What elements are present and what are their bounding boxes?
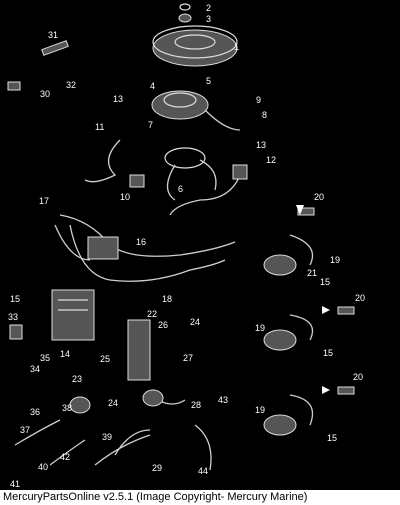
callout: 26 [158, 320, 168, 330]
callout: 20 [314, 192, 324, 202]
callout: 28 [191, 400, 201, 410]
callout: 20 [355, 293, 365, 303]
callout: 40 [38, 462, 48, 472]
callout: 24 [190, 317, 200, 327]
callout: 23 [72, 374, 82, 384]
callout: 44 [198, 466, 208, 476]
callout: 19 [330, 255, 340, 265]
callout: 39 [102, 432, 112, 442]
callout: 42 [60, 452, 70, 462]
callout: 29 [152, 463, 162, 473]
callout: 9 [256, 95, 261, 105]
callout: 27 [183, 353, 193, 363]
callout: 41 [10, 479, 20, 489]
callout: 13 [256, 140, 266, 150]
callout: 15 [323, 348, 333, 358]
callout: 31 [48, 30, 58, 40]
callout: 19 [255, 405, 265, 415]
callout: 10 [120, 192, 130, 202]
callout: 30 [40, 89, 50, 99]
callout: 35 [40, 353, 50, 363]
callout: 3 [206, 14, 211, 24]
ignition-coils [263, 205, 355, 436]
callout: 25 [100, 354, 110, 364]
callout: 17 [39, 196, 49, 206]
callout: 4 [150, 81, 155, 91]
small-components [84, 139, 248, 216]
flywheel [152, 3, 238, 67]
callout: 21 [307, 268, 317, 278]
callout: 1 [234, 42, 239, 52]
callout: 16 [136, 237, 146, 247]
callout: 22 [147, 309, 157, 319]
callout: 7 [148, 120, 153, 130]
callout: 32 [66, 80, 76, 90]
callout: 19 [255, 323, 265, 333]
callout: 24 [108, 398, 118, 408]
callout: 38 [62, 403, 72, 413]
callout: 8 [262, 110, 267, 120]
power-pack [51, 289, 95, 341]
callout: 36 [30, 407, 40, 417]
callout: 11 [95, 122, 104, 132]
wire-harness [54, 214, 236, 282]
caption-bar: MercuryPartsOnline v2.5.1 (Image Copyrig… [0, 490, 400, 505]
callout: 34 [30, 364, 40, 374]
callout: 18 [162, 294, 172, 304]
callout: 37 [20, 425, 30, 435]
exploded-parts-diagram: 1 2 3 4 5 6 7 8 9 10 11 12 13 13 14 15 1… [7, 3, 365, 489]
callouts: 1 2 3 4 5 6 7 8 9 10 11 12 13 13 14 15 1… [8, 3, 365, 489]
callout: 43 [218, 395, 228, 405]
stator [151, 90, 241, 131]
callout: 15 [327, 433, 337, 443]
callout: 15 [320, 277, 330, 287]
bracket [7, 40, 212, 471]
callout: 14 [60, 349, 70, 359]
callout: 12 [266, 155, 276, 165]
callout: 33 [8, 312, 18, 322]
callout: 2 [206, 3, 211, 13]
trigger-plate [164, 147, 217, 201]
callout: 20 [353, 372, 363, 382]
callout: 15 [10, 294, 20, 304]
callout: 6 [178, 184, 183, 194]
callout: 5 [206, 76, 211, 86]
callout: 13 [113, 94, 123, 104]
